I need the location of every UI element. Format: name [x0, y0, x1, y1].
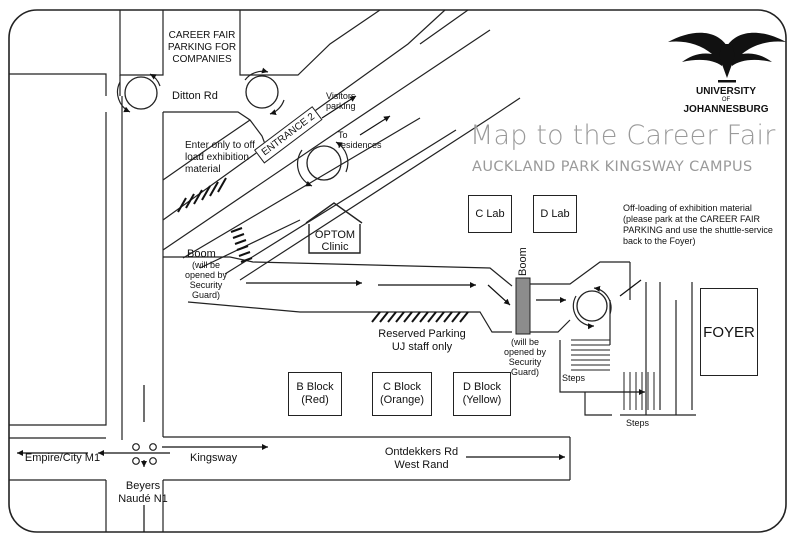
- visitors-parking-label: Visitors parking: [326, 91, 356, 111]
- steps-label-2: Steps: [626, 418, 650, 428]
- d-lab-label: D Lab: [540, 207, 570, 220]
- steps-label-1: Steps: [562, 373, 586, 383]
- logo-bird-icon: [668, 32, 786, 83]
- kingsway-label: Kingsway: [190, 452, 238, 464]
- to-residences-label: To residences: [338, 130, 382, 150]
- d-block-label: D Block (Yellow): [462, 381, 502, 406]
- map-frame: [8, 9, 787, 533]
- b-block-label: B Block (Red): [296, 381, 334, 406]
- empire-city-label: Empire/City M1: [24, 452, 101, 464]
- foyer-label: FOYER: [703, 323, 755, 341]
- ontdekkers-label: Ontdekkers Rd West Rand: [384, 446, 459, 471]
- boom-right-label: Boom: [517, 247, 529, 276]
- logo-line-1: UNIVERSITY: [695, 86, 756, 97]
- traffic-light-icon: [132, 443, 157, 465]
- university-logo-text: UNIVERSITY OF JOHANNESBURG: [676, 86, 776, 115]
- c-lab-building: C Lab: [468, 195, 512, 233]
- c-lab-label: C Lab: [475, 207, 505, 220]
- offloading-note: Off-loading of exhibition material (plea…: [623, 203, 773, 246]
- boom-right-note: (will be opened by Security Guard): [503, 337, 547, 377]
- map-subtitle: AUCKLAND PARK KINGSWAY CAMPUS: [472, 159, 753, 175]
- logo-line-3: JOHANNESBURG: [683, 104, 769, 115]
- logo-line-2: OF: [721, 97, 731, 103]
- enter-only-label: Enter only to off load exhibition materi…: [185, 140, 255, 175]
- c-block-label: C Block (Orange): [379, 381, 425, 406]
- career-parking-label: CAREER FAIR PARKING FOR COMPANIES: [167, 30, 237, 65]
- c-block-building: C Block (Orange): [372, 372, 432, 416]
- map-title: Map to the Career Fair: [470, 120, 776, 151]
- roundabout-icon: [124, 75, 608, 322]
- optom-clinic-label: OPTOM Clinic: [314, 229, 356, 253]
- ditton-rd-label: Ditton Rd: [172, 90, 218, 102]
- boom-left-label: Boom: [187, 248, 216, 260]
- boom-left-note: (will be opened by Security Guard): [184, 260, 228, 300]
- foyer-building: FOYER: [700, 288, 758, 376]
- d-block-building: D Block (Yellow): [453, 372, 511, 416]
- optom-roof: [305, 202, 363, 224]
- beyers-naude-label: Beyers Naudé N1: [118, 480, 168, 505]
- reserved-parking-label: Reserved Parking UJ staff only: [378, 328, 466, 353]
- boom-gate-icon: [515, 277, 531, 335]
- d-lab-building: D Lab: [533, 195, 577, 233]
- b-block-building: B Block (Red): [288, 372, 342, 416]
